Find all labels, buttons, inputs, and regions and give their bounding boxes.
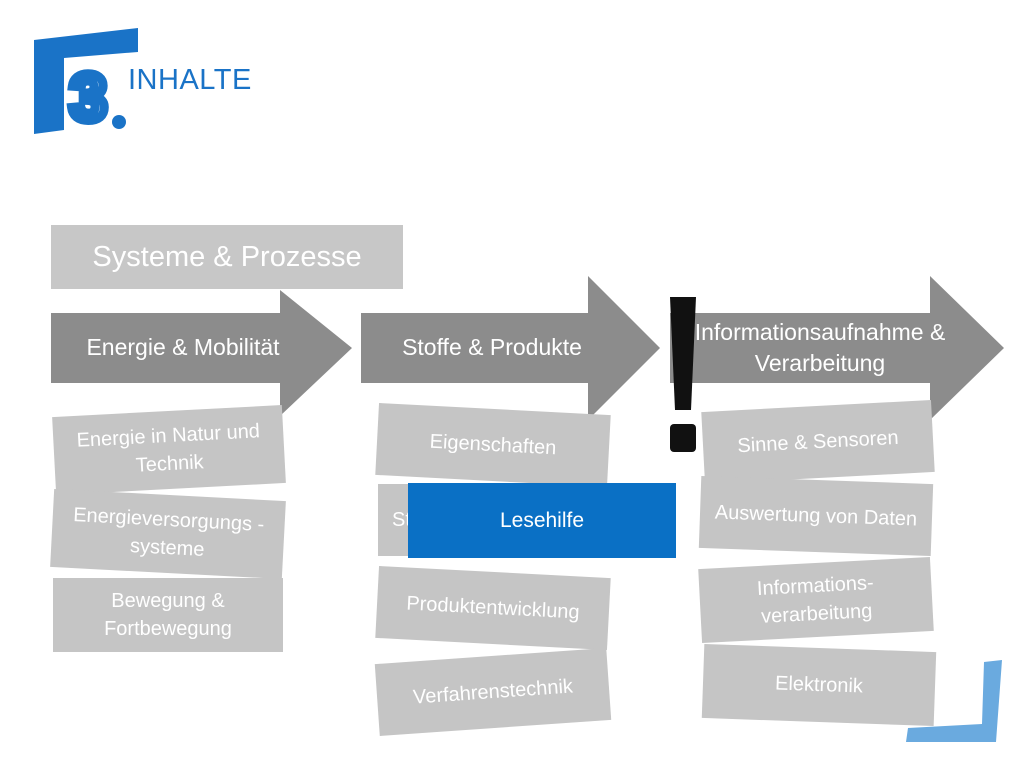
corner-bracket-icon [906, 660, 1002, 742]
topic-card[interactable]: Eigenschaften [375, 402, 611, 488]
topic-card[interactable]: Sinne & Sensoren [701, 400, 935, 484]
category-label: Systeme & Prozesse [51, 225, 403, 289]
topic-card[interactable]: Auswertung von Daten [698, 475, 934, 557]
lesehilfe-button[interactable]: Lesehilfe [408, 483, 676, 558]
svg-text:3: 3 [70, 60, 107, 134]
topic-card[interactable]: Bewegung & Fortbewegung [53, 578, 283, 652]
column-heading-stoffe: Stoffe & Produkte [402, 334, 582, 361]
column-heading-energie: Energie & Mobilität [86, 334, 280, 361]
exclamation-icon [670, 297, 696, 452]
arrow-information [670, 276, 1004, 420]
page-title: INHALTE [128, 64, 252, 96]
topic-card[interactable]: Informations- verarbeitung [698, 556, 934, 644]
arrow-energie [51, 290, 352, 416]
logo-3-icon: 3 [34, 28, 138, 134]
arrow-stoffe [361, 276, 660, 420]
column-heading-information: Informationsaufnahme & Verarbeitung [694, 318, 946, 376]
topic-card[interactable]: Energie in Natur und Technik [52, 405, 286, 495]
topic-card[interactable]: Energieversorgungs -systeme [50, 488, 286, 580]
topic-card[interactable]: Produktentwicklung [375, 565, 611, 651]
